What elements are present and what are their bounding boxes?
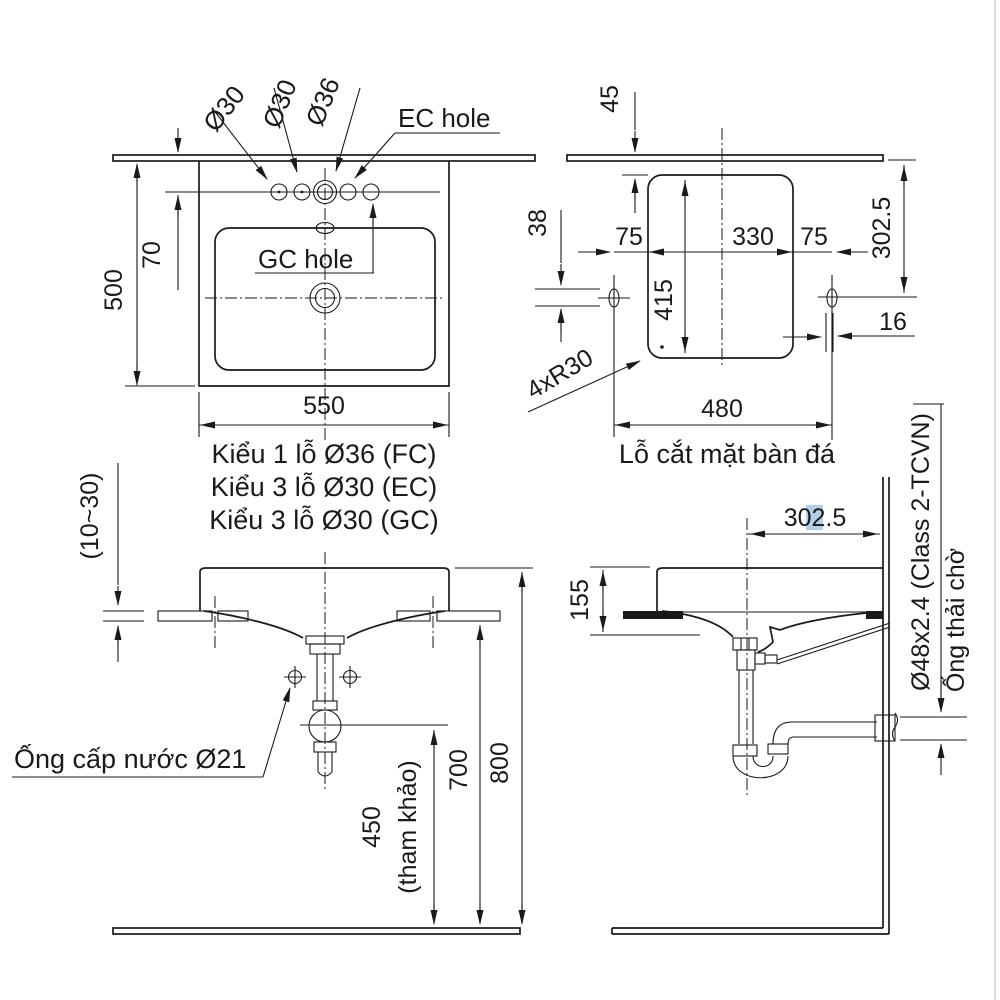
dim-800-label: 800 — [486, 742, 514, 784]
drain-assembly-side — [732, 622, 899, 779]
dim-302-5-top: 302.5 — [868, 159, 916, 293]
dim-500: 500 — [100, 163, 195, 387]
type-line-fc: Kiểu 1 lỗ Ø36 (FC) — [211, 438, 436, 469]
dim-700: 700 — [445, 625, 484, 925]
faucet-holes — [270, 179, 380, 205]
waste-pipe-spec-label: Ø48x2.4 (Class 2-TCVN) — [907, 413, 935, 691]
dim-550: 550 — [198, 392, 450, 437]
supply-points — [284, 666, 361, 688]
wall-pipe-flange — [874, 714, 896, 742]
radius-callout: 4xR30 — [522, 344, 641, 413]
dim-clamp-range: (10~30) — [76, 463, 144, 662]
dim-302-5-side: 302.5 — [748, 504, 880, 538]
drain-hole — [309, 282, 341, 314]
cutout-outline — [647, 174, 794, 359]
dim-pipe-gap — [900, 716, 967, 775]
mounting-slots — [598, 275, 917, 440]
dim-480-label: 480 — [701, 395, 743, 423]
dim-chain-75-330-75: 75 330 75 — [578, 223, 868, 256]
dim-75-left-label: 75 — [615, 223, 643, 251]
dim-38-label: 38 — [524, 209, 552, 237]
dim-75-right-label: 75 — [800, 223, 828, 251]
dim-16-label: 16 — [879, 308, 907, 336]
radius-note-label: 4xR30 — [522, 344, 598, 405]
bowl-underside-side-right — [757, 612, 867, 653]
cutout-caption: Lỗ cắt mặt bàn đá — [619, 438, 836, 469]
type-line-ec: Kiểu 3 lỗ Ø30 (EC) — [211, 471, 438, 502]
gc-hole-label: GC hole — [258, 244, 353, 274]
supply-pipe-callout: Ống cấp nước Ø21 — [12, 687, 291, 778]
dim-155-label: 155 — [566, 579, 594, 621]
overflow-hole — [315, 221, 335, 235]
dim-302-5-top-label: 302.5 — [868, 197, 896, 260]
floor-line-left — [112, 927, 521, 935]
ec-hole-callout: EC hole — [354, 103, 500, 179]
dim-415: 415 — [650, 180, 689, 353]
dim-450-note-label: (tham khảo) — [394, 760, 422, 893]
sink-body-side — [656, 567, 883, 611]
hole-type-captions: Kiểu 1 lỗ Ø36 (FC) Kiểu 3 lỗ Ø30 (EC) Ki… — [209, 438, 439, 535]
drain-assembly-front — [300, 635, 448, 777]
hole-label-diam36: Ø36 — [300, 73, 346, 130]
side-view: 302.5 155 Ø48x2.4 (Class 2-TCVN) Ống thả… — [566, 403, 970, 935]
type-line-gc: Kiểu 3 lỗ Ø30 (GC) — [209, 504, 439, 535]
dim-45-label: 45 — [596, 85, 624, 113]
pipe-break-symbol — [891, 712, 899, 742]
countertop-edge — [112, 154, 536, 162]
bowl-underside-side-left — [661, 610, 734, 638]
dim-clamp-range-label: (10~30) — [76, 473, 104, 560]
cutout-view: 45 38 75 330 — [522, 85, 917, 469]
dim-415-label: 415 — [650, 279, 678, 321]
front-view: (10~30) — [12, 463, 533, 935]
dim-800: 800 — [455, 567, 533, 925]
plan-view: 500 70 550 Ø30 Ø30 Ø36 EC hole — [100, 73, 536, 535]
floor-line-right — [611, 927, 889, 935]
hole-callouts: Ø30 Ø30 Ø36 — [197, 73, 361, 180]
countertop-section — [157, 596, 501, 648]
hole-label-diam30-2: Ø30 — [257, 75, 303, 132]
sink-outline — [198, 161, 450, 387]
dim-700-label: 700 — [445, 749, 473, 791]
supply-pipe-label: Ống cấp nước Ø21 — [14, 742, 246, 774]
text-selection-highlight — [806, 505, 823, 530]
dim-480: 480 — [614, 395, 832, 429]
corner-mark — [660, 345, 664, 349]
dim-330-label: 330 — [732, 223, 774, 251]
waste-pipe-label: Ống thải chờ — [940, 548, 970, 692]
dim-550-label: 550 — [303, 392, 345, 420]
dim-70: 70 — [138, 128, 182, 290]
dim-155: 155 — [566, 566, 700, 636]
dim-45: 45 — [596, 85, 648, 213]
dim-16: 16 — [783, 308, 915, 352]
p-trap-bend — [732, 755, 789, 779]
bowl-underside-left — [203, 610, 304, 639]
bowl-underside-right — [346, 610, 446, 639]
dim-70-label: 70 — [138, 241, 166, 269]
dim-500-label: 500 — [100, 269, 128, 311]
gc-hole-callout: GC hole — [255, 203, 377, 274]
hole-label-diam30-1: Ø30 — [197, 80, 251, 137]
dim-450: 450 (tham khảo) — [358, 730, 438, 925]
countertop-edge-section — [566, 154, 884, 162]
dim-302-5-side-label: 302.5 — [784, 504, 847, 532]
dim-450-label: 450 — [358, 806, 386, 848]
countertop-section-side — [623, 611, 883, 619]
ec-hole-label: EC hole — [398, 103, 491, 133]
dim-38: 38 — [524, 209, 600, 342]
waste-pipe-callout: Ø48x2.4 (Class 2-TCVN) Ống thải chờ — [907, 403, 970, 713]
